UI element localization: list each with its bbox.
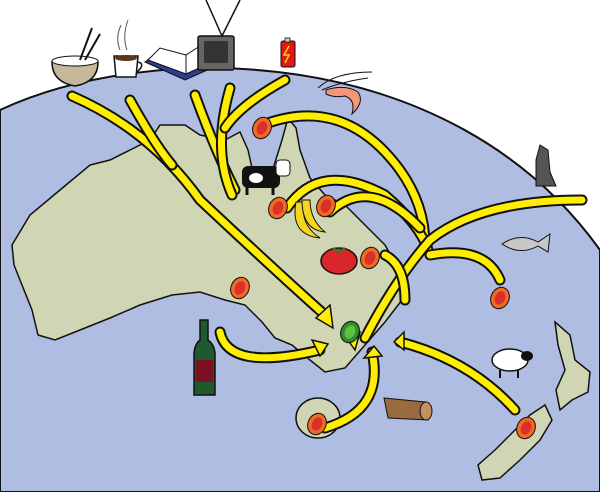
arrowhead bbox=[314, 303, 334, 330]
new-zealand-north-island bbox=[554, 320, 591, 412]
moai-statue-icon bbox=[535, 144, 557, 187]
steak-icon bbox=[516, 416, 536, 440]
steak-icon bbox=[490, 286, 510, 310]
trade-arrow bbox=[361, 196, 586, 342]
tomato-icon bbox=[320, 247, 358, 275]
sheep-icon bbox=[491, 348, 533, 378]
trade-arrow bbox=[326, 193, 424, 232]
trade-arrow bbox=[381, 251, 409, 304]
trade-arrow bbox=[221, 76, 289, 132]
trade-arrow bbox=[217, 84, 236, 199]
arrowhead bbox=[310, 338, 330, 358]
highlighted-steak-icon bbox=[340, 320, 360, 344]
steak-icons bbox=[230, 116, 536, 440]
arrowhead bbox=[362, 344, 384, 359]
steak-icon bbox=[316, 194, 336, 218]
coffee-cup-icon bbox=[113, 19, 143, 78]
trade-arrow bbox=[426, 249, 504, 284]
australia-landmass bbox=[11, 116, 403, 373]
battery-icon bbox=[280, 37, 296, 68]
arrowhead bbox=[392, 330, 405, 352]
steak-icon bbox=[360, 246, 380, 270]
steak-icon bbox=[307, 412, 327, 436]
trade-arrow bbox=[396, 338, 519, 414]
steak-icon bbox=[230, 276, 250, 300]
television-icon bbox=[197, 0, 241, 71]
shrimp-icon bbox=[317, 71, 373, 116]
trade-arrow bbox=[126, 96, 176, 169]
cow-icon bbox=[242, 159, 291, 195]
banana-icon bbox=[294, 199, 327, 239]
trade-arrow bbox=[321, 348, 378, 432]
log-icon bbox=[383, 397, 433, 421]
steak-icon bbox=[268, 196, 288, 220]
wine-bottle-icon bbox=[193, 319, 216, 396]
fish-icon bbox=[501, 232, 551, 253]
steak-icon bbox=[252, 116, 272, 140]
rice-bowl-icon bbox=[51, 27, 101, 87]
trade-arrows bbox=[66, 74, 588, 434]
trade-arrow bbox=[216, 328, 324, 362]
trade-arrow bbox=[68, 92, 329, 319]
trade-arrow bbox=[261, 112, 429, 249]
